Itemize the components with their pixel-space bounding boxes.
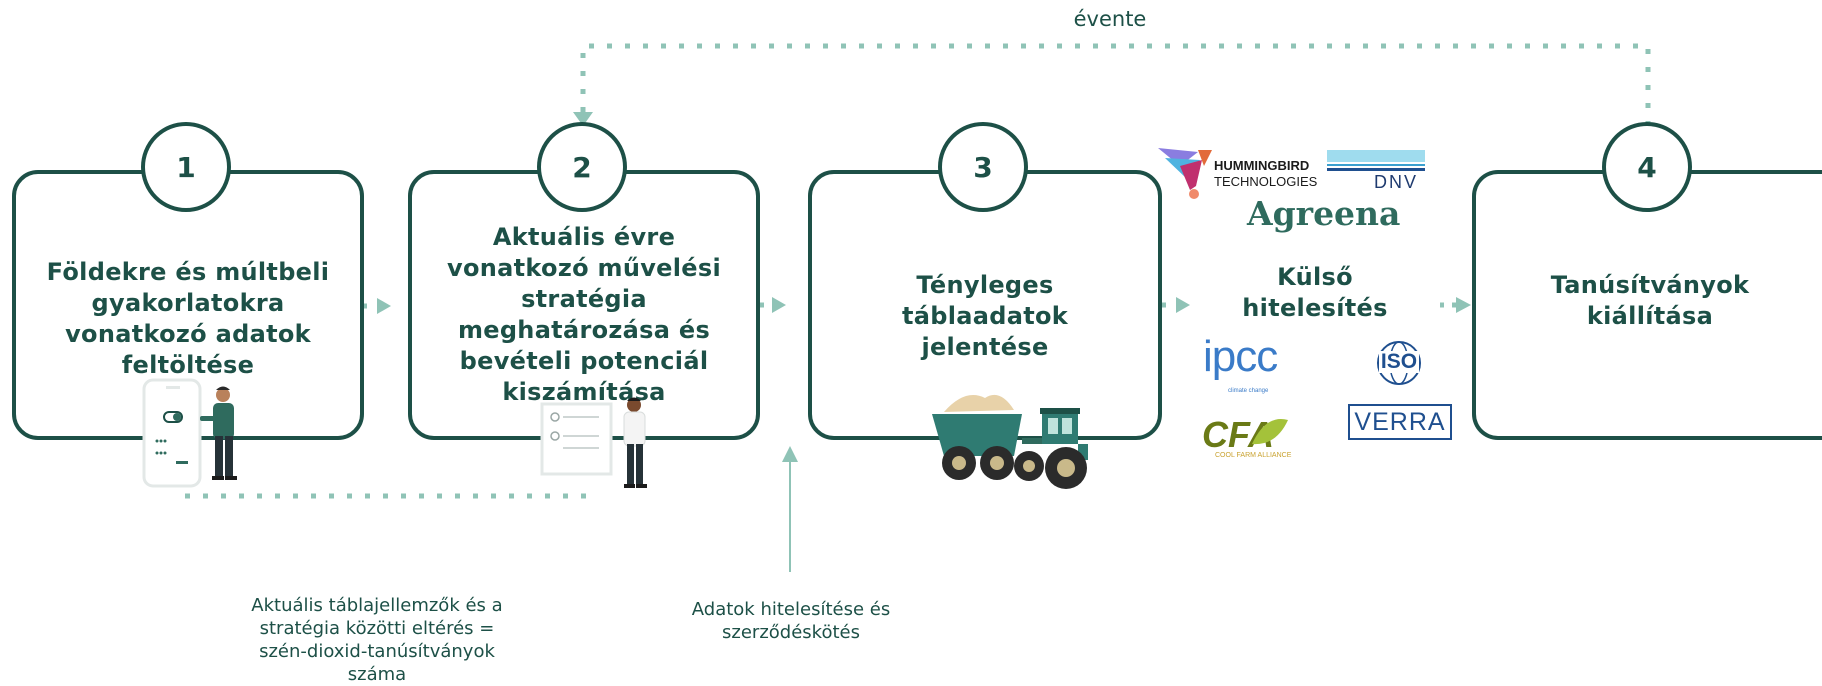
step-3-badge: 3 <box>938 122 1028 212</box>
agreena-logo: Agreena <box>1247 194 1401 233</box>
ipcc-logo-subtitle: climate change <box>1228 388 1269 394</box>
verra-logo: VERRA <box>1348 404 1452 440</box>
step-3-box <box>808 170 1162 440</box>
dnv-logo: DNV <box>1374 172 1419 192</box>
step-1-badge: 1 <box>141 122 231 212</box>
connector-verification-4 <box>1440 297 1471 313</box>
hummingbird-logo-line1: HUMMINGBIRD <box>1214 158 1310 173</box>
validation-note: Adatok hitelesítése és szerződéskötés <box>691 599 891 643</box>
step-1-text: Földekre és múltbeli gyakorlatokra vonat… <box>46 258 330 379</box>
connector-3-verification <box>1162 297 1190 313</box>
step-3-text: Tényleges táblaadatok jelentése <box>901 271 1069 361</box>
step-4-badge: 4 <box>1602 122 1692 212</box>
step-4-text: Tanúsítványok kiállítása <box>1550 271 1750 330</box>
connector-2-3 <box>760 297 786 313</box>
verification-label: Külső hitelesítés <box>1242 263 1388 322</box>
hummingbird-logo-line2: TECHNOLOGIES <box>1214 174 1318 189</box>
step-2-text: Aktuális évre vonatkozó művelési stratég… <box>447 223 721 406</box>
yearly-loop-line <box>580 43 1651 126</box>
loop-label: évente <box>1073 7 1147 31</box>
step-2-badge: 2 <box>537 122 627 212</box>
yearly-loop-arrowhead <box>573 112 593 126</box>
connector-1-2 <box>363 298 391 314</box>
validation-arrow <box>782 446 798 572</box>
difference-note: Aktuális táblajellemzők és a stratégia k… <box>251 595 503 685</box>
ipcc-logo: ipcc <box>1203 332 1278 381</box>
cfa-logo-subtitle: COOL FARM ALLIANCE <box>1215 452 1292 459</box>
iso-logo: ISO <box>1379 350 1419 373</box>
